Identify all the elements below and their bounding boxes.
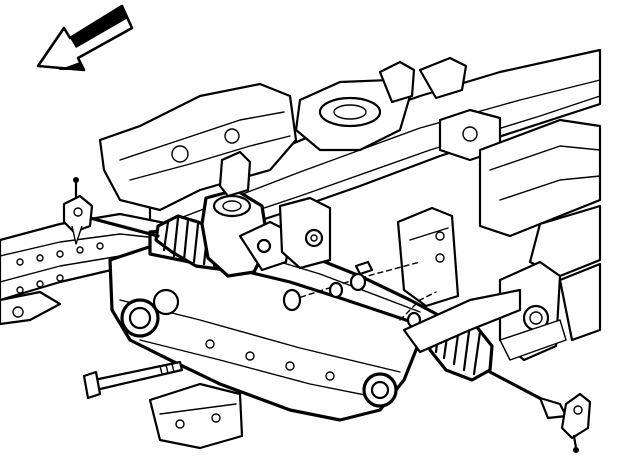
- rack-mount-bracket: [278, 196, 460, 308]
- lower-bracket: [148, 382, 244, 450]
- right-crossmember: [478, 118, 602, 342]
- front-arrow-icon: [36, 4, 134, 72]
- right-lower-arm-mount: [498, 260, 567, 362]
- right-tie-rod: [488, 370, 592, 453]
- left-tie-rod: [62, 177, 160, 245]
- fastener-hardware: [282, 260, 437, 329]
- right-spring-seat: [294, 56, 468, 152]
- lower-frame-rail: [0, 212, 182, 326]
- mounting-bolt-long: [82, 360, 184, 400]
- lower-arm-extension: [402, 288, 522, 354]
- left-spring-tower: [98, 82, 298, 212]
